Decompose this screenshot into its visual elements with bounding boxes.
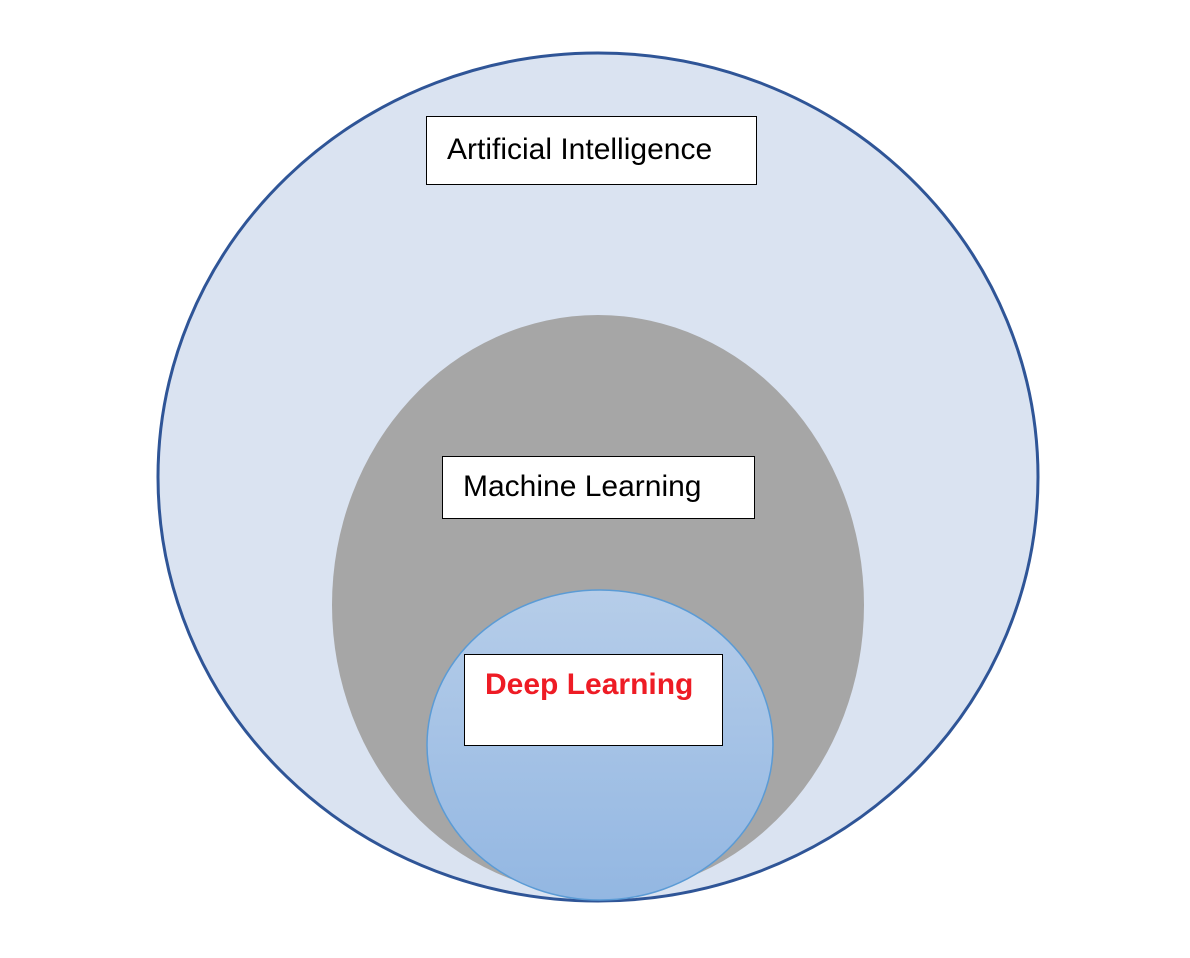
- ai-label: Artificial Intelligence: [447, 133, 713, 166]
- ai-label-box: Artificial Intelligence: [426, 116, 757, 185]
- dl-label-box: Deep Learning: [464, 654, 723, 746]
- ml-label-box: Machine Learning: [442, 456, 755, 519]
- dl-label: Deep Learning: [485, 668, 694, 701]
- ml-label: Machine Learning: [463, 470, 702, 503]
